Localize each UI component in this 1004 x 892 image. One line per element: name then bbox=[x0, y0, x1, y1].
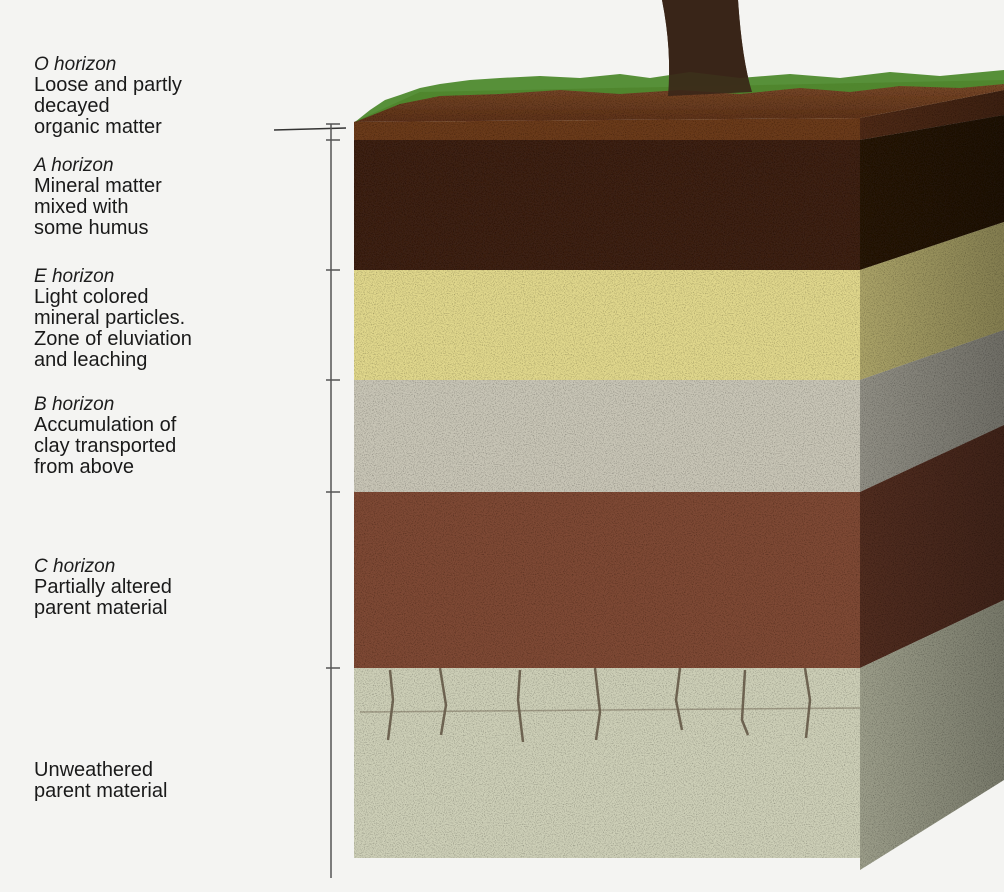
a-layer-front bbox=[354, 140, 860, 270]
bedrock-desc: Unweathered parent material bbox=[34, 760, 324, 802]
b-horizon-desc: Accumulation of clay transported from ab… bbox=[34, 415, 324, 478]
c-layer-front bbox=[354, 492, 860, 668]
e-horizon-label: E horizon Light colored mineral particle… bbox=[34, 266, 324, 371]
a-horizon-label: A horizon Mineral matter mixed with some… bbox=[34, 155, 324, 239]
horizon-labels: O horizon Loose and partly decayed organ… bbox=[0, 0, 330, 892]
c-horizon-name: C horizon bbox=[34, 556, 324, 577]
e-horizon-desc: Light colored mineral particles. Zone of… bbox=[34, 287, 324, 371]
side-shading bbox=[860, 90, 1004, 870]
c-horizon-desc: Partially altered parent material bbox=[34, 577, 324, 619]
b-horizon-name: B horizon bbox=[34, 394, 324, 415]
e-horizon-name: E horizon bbox=[34, 266, 324, 287]
a-horizon-desc: Mineral matter mixed with some humus bbox=[34, 176, 324, 239]
b-layer-front bbox=[354, 380, 860, 492]
e-layer-front bbox=[354, 270, 860, 380]
b-horizon-label: B horizon Accumulation of clay transport… bbox=[34, 394, 324, 478]
o-horizon-desc: Loose and partly decayed organic matter bbox=[34, 75, 324, 138]
c-horizon-label: C horizon Partially altered parent mater… bbox=[34, 556, 324, 619]
o-horizon-name: O horizon bbox=[34, 54, 324, 75]
soil-block-front bbox=[354, 118, 860, 858]
o-horizon-label: O horizon Loose and partly decayed organ… bbox=[34, 54, 324, 138]
bedrock-label: Unweathered parent material bbox=[34, 760, 324, 802]
a-horizon-name: A horizon bbox=[34, 155, 324, 176]
bedrock-front bbox=[354, 668, 860, 858]
